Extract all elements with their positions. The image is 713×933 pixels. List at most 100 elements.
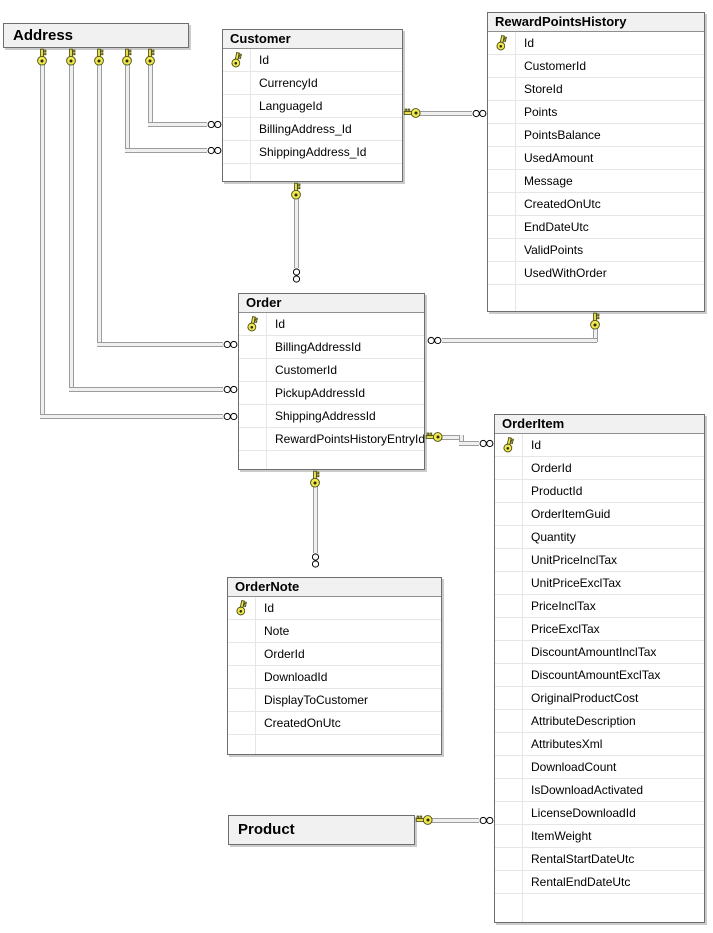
column-row-id[interactable]: Id: [228, 597, 441, 620]
column-row-id[interactable]: Id: [223, 49, 402, 72]
relationship-line-address-order-pickupaddressid[interactable]: [69, 387, 223, 392]
column-row-itemweight[interactable]: ItemWeight: [495, 825, 704, 848]
column-row-pointsbalance[interactable]: PointsBalance: [488, 124, 704, 147]
column-row-billingaddressid[interactable]: BillingAddressId: [239, 336, 424, 359]
column-row-discountamountexcltax[interactable]: DiscountAmountExclTax: [495, 664, 704, 687]
column-name: ProductId: [531, 484, 583, 498]
relationship-line-address-customer-billingaddress[interactable]: [148, 122, 207, 127]
column-row-pickupaddressid[interactable]: PickupAddressId: [239, 382, 424, 405]
column-row-id[interactable]: Id: [488, 32, 704, 55]
table-header-orderitem[interactable]: OrderItem: [495, 415, 704, 434]
column-row-createdonutc[interactable]: CreatedOnUtc: [228, 712, 441, 735]
column-row-id[interactable]: Id: [239, 313, 424, 336]
relationship-line-customer-rewardpointshistory[interactable]: [419, 111, 472, 116]
column-name: OriginalProductCost: [531, 691, 639, 705]
key-cell-empty: [239, 359, 266, 381]
table-header-rewardpointshistory[interactable]: RewardPointsHistory: [488, 13, 704, 32]
column-row-downloadcount[interactable]: DownloadCount: [495, 756, 704, 779]
column-row-shippingaddress_id[interactable]: ShippingAddress_Id: [223, 141, 402, 164]
table-header-order[interactable]: Order: [239, 294, 424, 313]
column-row-points[interactable]: Points: [488, 101, 704, 124]
column-row-id[interactable]: Id: [495, 434, 704, 457]
relationship-line-address-order-shippingaddressid[interactable]: [40, 64, 45, 418]
relationship-line-product-orderitem[interactable]: [431, 818, 479, 823]
column-row-productid[interactable]: ProductId: [495, 480, 704, 503]
column-row-billingaddress_id[interactable]: BillingAddress_Id: [223, 118, 402, 141]
column-name: CustomerId: [275, 363, 338, 377]
table-header-address[interactable]: Address: [4, 24, 188, 47]
column-name: DisplayToCustomer: [264, 693, 369, 707]
key-cell-empty: [223, 141, 250, 163]
column-row-unitpriceincltax[interactable]: UnitPriceInclTax: [495, 549, 704, 572]
column-name: LicenseDownloadId: [531, 806, 636, 820]
relationship-line-address-order-billingaddressid[interactable]: [97, 342, 223, 347]
relationship-line-rewardpointshistory-order[interactable]: [593, 328, 598, 342]
key-end-icon-address-order-shippingaddressid: [35, 48, 49, 66]
column-row-shippingaddressid[interactable]: ShippingAddressId: [239, 405, 424, 428]
column-row-licensedownloadid[interactable]: LicenseDownloadId: [495, 802, 704, 825]
column-row-usedwithorder[interactable]: UsedWithOrder: [488, 262, 704, 285]
table-product[interactable]: Product: [228, 815, 415, 845]
relationship-line-rewardpointshistory-order[interactable]: [442, 338, 597, 343]
relationship-line-address-customer-shippingaddress[interactable]: [125, 148, 207, 153]
relationship-line-order-orderitem[interactable]: [459, 441, 479, 446]
column-row-orderid[interactable]: OrderId: [495, 457, 704, 480]
column-row-discountamountincltax[interactable]: DiscountAmountInclTax: [495, 641, 704, 664]
column-row-customerid[interactable]: CustomerId: [488, 55, 704, 78]
column-row-displaytocustomer[interactable]: DisplayToCustomer: [228, 689, 441, 712]
key-end-icon-rewardpointshistory-order: [588, 312, 602, 330]
column-row-currencyid[interactable]: CurrencyId: [223, 72, 402, 95]
column-row-priceincltax[interactable]: PriceInclTax: [495, 595, 704, 618]
column-row-priceexcltax[interactable]: PriceExclTax: [495, 618, 704, 641]
column-row-note[interactable]: Note: [228, 620, 441, 643]
table-address[interactable]: Address: [3, 23, 189, 48]
relationship-line-address-order-billingaddressid[interactable]: [97, 64, 102, 346]
many-end-icon-address-customer-shippingaddress: [207, 146, 222, 155]
relationship-line-order-ordernote[interactable]: [313, 486, 318, 553]
column-row-unitpriceexcltax[interactable]: UnitPriceExclTax: [495, 572, 704, 595]
column-row-orderitemguid[interactable]: OrderItemGuid: [495, 503, 704, 526]
column-row-customerid[interactable]: CustomerId: [239, 359, 424, 382]
relationship-line-address-customer-shippingaddress[interactable]: [125, 64, 130, 152]
relationship-line-address-order-shippingaddressid[interactable]: [40, 414, 223, 419]
relationship-line-address-customer-billingaddress[interactable]: [148, 64, 153, 126]
key-cell-empty: [495, 825, 522, 847]
column-row-rewardpointshistoryentryid[interactable]: RewardPointsHistoryEntryId: [239, 428, 424, 451]
column-row-originalproductcost[interactable]: OriginalProductCost: [495, 687, 704, 710]
table-header-product[interactable]: Product: [229, 816, 414, 844]
column-row-enddateutc[interactable]: EndDateUtc: [488, 216, 704, 239]
key-cell-empty: [228, 689, 255, 711]
column-row-languageid[interactable]: LanguageId: [223, 95, 402, 118]
column-row-validpoints[interactable]: ValidPoints: [488, 239, 704, 262]
many-end-icon-address-order-pickupaddressid: [223, 385, 238, 394]
relationship-line-order-orderitem[interactable]: [459, 435, 464, 445]
table-title-rewardpointshistory: RewardPointsHistory: [495, 14, 627, 29]
column-row-attributedescription[interactable]: AttributeDescription: [495, 710, 704, 733]
relationship-line-order-orderitem[interactable]: [441, 435, 463, 440]
relationship-line-address-order-pickupaddressid[interactable]: [69, 64, 74, 391]
column-row-rentalstartdateutc[interactable]: RentalStartDateUtc: [495, 848, 704, 871]
column-row-quantity[interactable]: Quantity: [495, 526, 704, 549]
column-name: CurrencyId: [259, 76, 318, 90]
column-name: Quantity: [531, 530, 576, 544]
column-row-downloadid[interactable]: DownloadId: [228, 666, 441, 689]
column-row-orderid[interactable]: OrderId: [228, 643, 441, 666]
column-row-isdownloadactivated[interactable]: IsDownloadActivated: [495, 779, 704, 802]
table-header-customer[interactable]: Customer: [223, 30, 402, 49]
column-name: Note: [264, 624, 290, 638]
table-header-ordernote[interactable]: OrderNote: [228, 578, 441, 597]
column-row-rentalenddateutc[interactable]: RentalEndDateUtc: [495, 871, 704, 894]
key-cell-empty: [495, 802, 522, 824]
column-row-usedamount[interactable]: UsedAmount: [488, 147, 704, 170]
column-row-createdonutc[interactable]: CreatedOnUtc: [488, 193, 704, 216]
column-row-message[interactable]: Message: [488, 170, 704, 193]
column-row-attributesxml[interactable]: AttributesXml: [495, 733, 704, 756]
column-row-storeid[interactable]: StoreId: [488, 78, 704, 101]
relationship-line-customer-order[interactable]: [294, 198, 299, 268]
